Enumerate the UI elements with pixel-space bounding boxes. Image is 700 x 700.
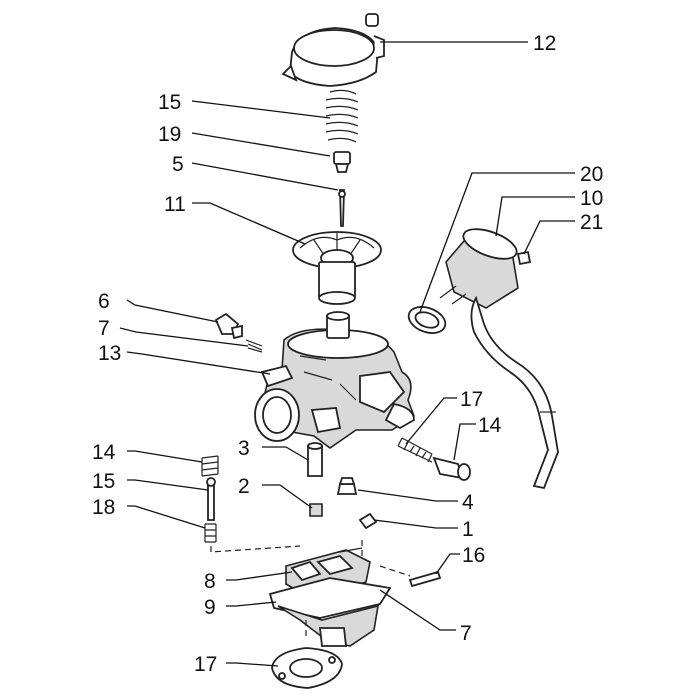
callout-5: 5 (172, 153, 184, 176)
callout-7-top: 7 (98, 317, 110, 340)
part-mixture-screw (206, 477, 216, 521)
part-pin (408, 570, 442, 588)
callout-7-bottom: 7 (460, 622, 472, 645)
part-carburetor-body (254, 311, 415, 449)
callout-4: 4 (462, 491, 474, 514)
callout-20: 20 (580, 163, 603, 186)
part-spring-right (397, 437, 433, 463)
part-retainer (333, 151, 351, 173)
part-float-bowl (268, 577, 392, 647)
part-spring-top (325, 89, 359, 143)
callout-21: 21 (580, 211, 603, 234)
part-auto-choke (439, 228, 559, 490)
callout-14-right: 14 (478, 414, 502, 437)
part-small-spring (245, 339, 263, 353)
callout-11: 11 (164, 193, 186, 216)
callout-8: 8 (204, 570, 216, 593)
callout-1: 1 (462, 518, 474, 541)
part-plunger (432, 456, 471, 481)
callout-10: 10 (580, 187, 603, 210)
callout-17-bottom: 17 (194, 653, 217, 676)
part-gasket (407, 306, 447, 334)
callout-16: 16 (462, 544, 485, 567)
assembly-lines (210, 540, 411, 640)
callout-18: 18 (92, 496, 115, 519)
callout-14-left: 14 (92, 441, 116, 464)
part-needle-valve (358, 512, 378, 530)
callout-15-top: 15 (158, 91, 181, 114)
callout-2: 2 (238, 475, 250, 498)
callout-15-left: 15 (92, 470, 115, 493)
part-top-cover (281, 13, 385, 87)
part-main-jet (309, 503, 323, 517)
callout-19: 19 (158, 123, 181, 146)
part-spring-small (204, 523, 217, 543)
part-bottom-cover (271, 647, 343, 689)
part-diaphragm-slide (292, 231, 382, 305)
part-idle-screw (214, 312, 243, 340)
callout-9: 9 (204, 596, 216, 619)
callout-17-right: 17 (460, 388, 483, 411)
callout-6: 6 (98, 290, 110, 313)
leader-lines (119, 41, 575, 667)
callout-13: 13 (98, 342, 121, 365)
part-nut (336, 477, 358, 495)
part-spring-left (201, 455, 219, 477)
callout-3: 3 (238, 437, 250, 460)
callout-12: 12 (533, 32, 556, 55)
part-needle (338, 189, 346, 227)
callout-labels: 12 15 19 5 11 20 10 21 6 7 13 17 14 3 14… (92, 32, 603, 676)
part-jet (307, 442, 323, 477)
